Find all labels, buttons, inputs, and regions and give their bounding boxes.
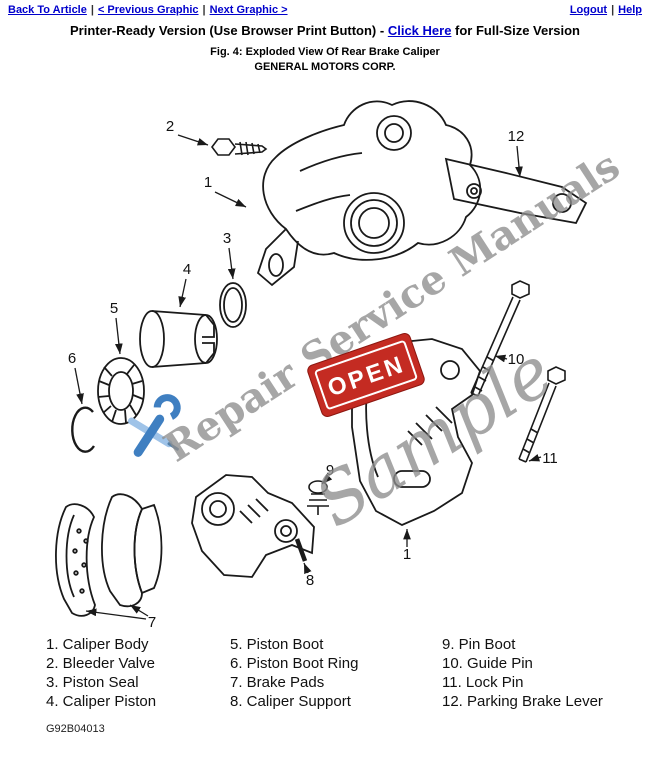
tools-icon bbox=[127, 394, 181, 457]
callout-labels: 2 1 12 3 4 5 6 7 9 8 1 10 11 bbox=[68, 118, 558, 629]
legend-item: 7. Brake Pads bbox=[230, 674, 325, 691]
caliper-piston-drawing bbox=[139, 310, 218, 368]
parts-legend: 1. Caliper Body 2. Bleeder Valve 3. Pist… bbox=[0, 635, 650, 711]
legend-item: 8. Caliper Support bbox=[230, 693, 351, 710]
legend-item: 9. Pin Boot bbox=[442, 636, 516, 653]
callout-label: 1 bbox=[403, 546, 411, 563]
guide-pin-drawing bbox=[470, 280, 530, 397]
legend-item: 4. Caliper Piston bbox=[46, 693, 157, 710]
full-size-version-link[interactable]: Click Here bbox=[387, 23, 452, 38]
nav-right: Logout|Help bbox=[570, 4, 642, 16]
callout-label: 11 bbox=[542, 450, 558, 467]
separator: | bbox=[611, 4, 615, 16]
callout-label: 9 bbox=[326, 462, 334, 479]
top-nav: Back To Article|< Previous Graphic|Next … bbox=[0, 0, 650, 18]
pin-boot-drawing bbox=[307, 480, 329, 515]
piston-boot-ring-drawing bbox=[71, 406, 96, 453]
doc-number: G92B04013 bbox=[46, 723, 105, 735]
legend-item: 5. Piston Boot bbox=[230, 636, 324, 653]
title-prefix: Printer-Ready Version (Use Browser Print… bbox=[69, 23, 388, 38]
brake-pads-drawing bbox=[55, 493, 163, 617]
help-link[interactable]: Help bbox=[618, 4, 642, 16]
callout-label: 12 bbox=[508, 128, 525, 145]
legend-item: 1. Caliper Body bbox=[46, 636, 149, 653]
open-sign: OPEN bbox=[307, 333, 425, 417]
separator: | bbox=[90, 4, 94, 16]
callout-label: 3 bbox=[223, 230, 231, 247]
legend-item: 2. Bleeder Valve bbox=[46, 655, 155, 672]
company-name: GENERAL MOTORS CORP. bbox=[254, 61, 396, 73]
caliper-body-drawing bbox=[256, 100, 482, 287]
callout-label: 6 bbox=[68, 350, 76, 367]
title-suffix: for Full-Size Version bbox=[451, 23, 580, 38]
nav-left: Back To Article|< Previous Graphic|Next … bbox=[8, 4, 288, 16]
callout-label: 10 bbox=[508, 351, 525, 368]
legend-item: 11. Lock Pin bbox=[442, 674, 524, 691]
legend-column-2: 5. Piston Boot 6. Piston Boot Ring 7. Br… bbox=[230, 635, 408, 711]
lock-pin-drawing bbox=[518, 366, 566, 463]
brake-caliper-diagram: 2 1 12 3 4 5 6 7 9 8 1 10 11 Repair Se bbox=[0, 79, 650, 629]
callout-label: 1 bbox=[204, 174, 212, 191]
next-graphic-link[interactable]: Next Graphic > bbox=[209, 4, 288, 16]
legend-item: 12. Parking Brake Lever bbox=[442, 693, 603, 710]
legend-item: 6. Piston Boot Ring bbox=[230, 655, 359, 672]
separator: | bbox=[202, 4, 206, 16]
printer-ready-title: Printer-Ready Version (Use Browser Print… bbox=[0, 23, 650, 38]
legend-item: 3. Piston Seal bbox=[46, 674, 139, 691]
back-to-article-link[interactable]: Back To Article bbox=[8, 4, 87, 16]
previous-graphic-link[interactable]: < Previous Graphic bbox=[97, 4, 199, 16]
bleeder-valve-drawing bbox=[211, 138, 268, 156]
piston-seal-drawing bbox=[219, 282, 247, 328]
callout-label: 5 bbox=[110, 300, 118, 317]
callout-label: 8 bbox=[306, 572, 314, 589]
callout-label: 4 bbox=[183, 261, 191, 278]
piston-boot-drawing bbox=[97, 357, 145, 425]
caliper-support-drawing bbox=[191, 474, 315, 578]
logout-link[interactable]: Logout bbox=[569, 4, 608, 16]
figure-caption: Fig. 4: Exploded View Of Rear Brake Cali… bbox=[210, 46, 440, 58]
legend-item: 10. Guide Pin bbox=[442, 655, 533, 672]
callout-label: 7 bbox=[148, 614, 156, 629]
callout-label: 2 bbox=[166, 118, 174, 135]
diagram-svg: 2 1 12 3 4 5 6 7 9 8 1 10 11 Repair Se bbox=[55, 100, 628, 629]
legend-column-1: 1. Caliper Body 2. Bleeder Valve 3. Pist… bbox=[46, 635, 196, 711]
legend-column-3: 9. Pin Boot 10. Guide Pin 11. Lock Pin 1… bbox=[442, 635, 603, 711]
